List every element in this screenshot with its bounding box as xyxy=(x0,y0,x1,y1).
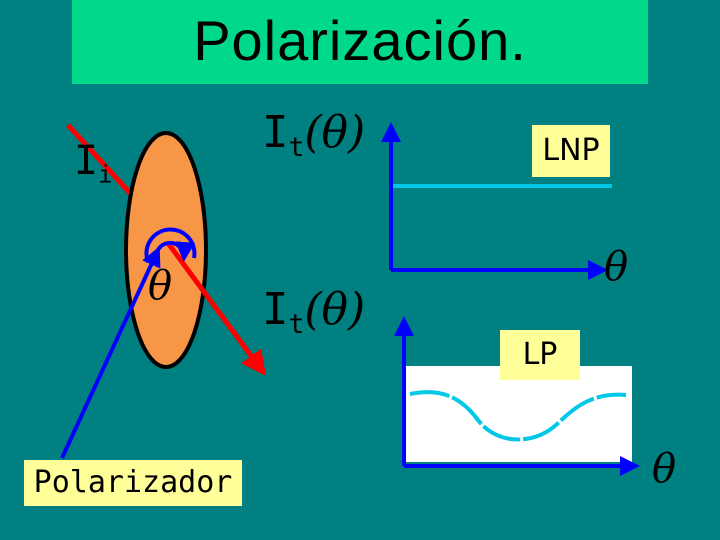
polarizer-angle-symbol: θ xyxy=(148,263,172,309)
transmitted-intensity-top: It(θ) xyxy=(262,107,365,163)
transmitted-intensity-bottom: It(θ) xyxy=(262,284,365,340)
transmitted-top-subscript: t xyxy=(289,132,305,163)
transmitted-bottom-subscript: t xyxy=(289,309,305,340)
bottom-plot-panel xyxy=(405,366,632,462)
transmitted-top-symbol: I xyxy=(262,107,289,158)
incident-intensity-symbol: I xyxy=(74,138,98,184)
top-x-axis-theta: θ xyxy=(604,244,628,290)
bottom-x-axis-theta: θ xyxy=(652,446,676,492)
incidence-line xyxy=(62,250,158,458)
transmitted-top-argument: (θ) xyxy=(304,107,365,158)
bottom-plot-label: LP xyxy=(500,330,580,380)
polarizer-label: Polarizador xyxy=(24,460,242,506)
incident-intensity-label: Ii xyxy=(74,138,113,188)
incident-intensity-subscript: i xyxy=(98,160,112,188)
transmitted-bottom-symbol: I xyxy=(262,284,289,335)
transmitted-bottom-argument: (θ) xyxy=(304,284,365,335)
top-plot-label: LNP xyxy=(532,125,610,177)
